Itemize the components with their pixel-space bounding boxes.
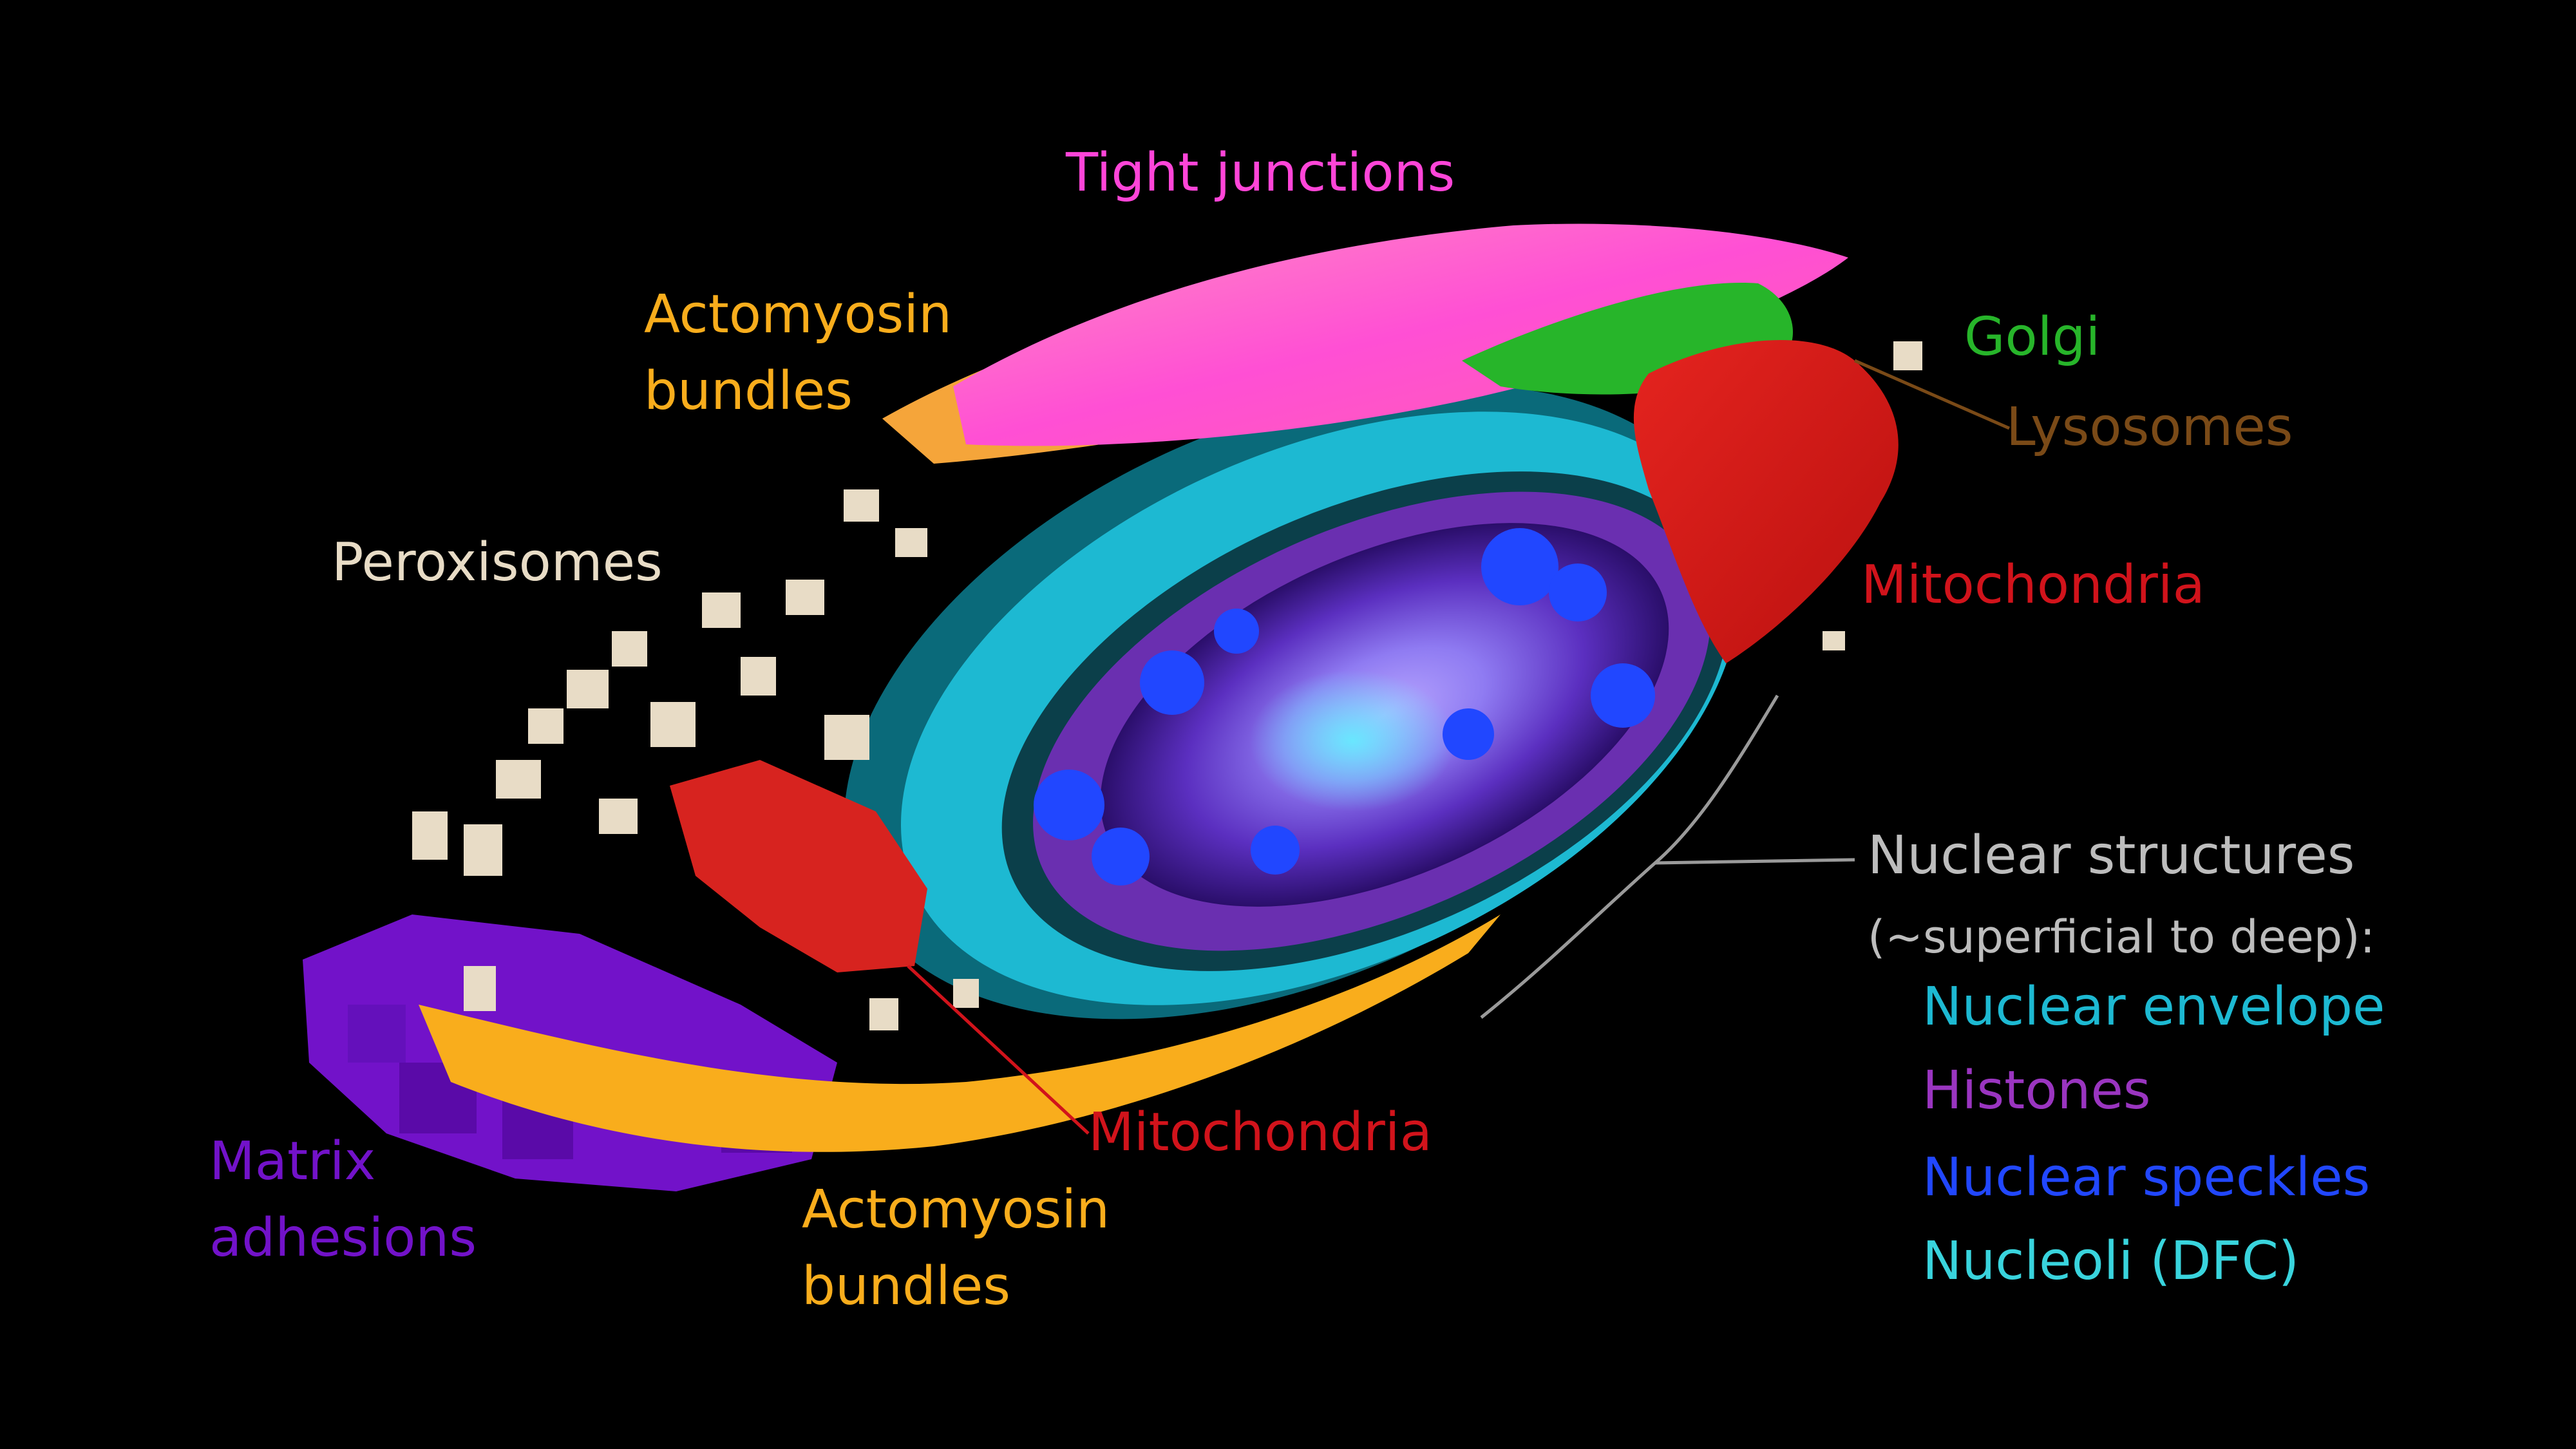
- label-actomyosin-bottom: Actomyosin bundles: [802, 1179, 1110, 1317]
- label-peroxisomes: Peroxisomes: [332, 532, 663, 593]
- actomyosin-bottom-shape: [419, 914, 1501, 1152]
- lysosomes-leader: [1853, 359, 2011, 430]
- mitochondria-left-shape: [670, 760, 927, 972]
- label-matrix-adhesions: Matrix adhesions: [209, 1131, 477, 1269]
- peroxisomes-cluster: [412, 341, 1922, 1030]
- label-actomyosin-top: Actomyosin bundles: [644, 284, 952, 422]
- label-nuclear-structures-sub: (~superficial to deep):: [1868, 911, 2376, 963]
- nuclear-structures-bracket: [1480, 694, 1855, 1019]
- label-mitochondria-bottom: Mitochondria: [1088, 1102, 1432, 1163]
- tight-junctions-shape: [953, 223, 1848, 446]
- nucleoli-glow: [1249, 670, 1455, 811]
- label-histones: Histones: [1922, 1060, 2151, 1121]
- label-lysosomes: Lysosomes: [2006, 397, 2293, 458]
- label-nuclear-envelope: Nuclear envelope: [1922, 976, 2385, 1037]
- label-golgi: Golgi: [1964, 307, 2101, 368]
- mitochondria-bottom-leader: [907, 965, 1090, 1135]
- leader-lines: [907, 359, 2011, 1135]
- label-tight-junctions: Tight junctions: [1066, 142, 1455, 204]
- nuclear-speckles-cluster: [1034, 528, 1655, 886]
- label-nuclear-speckles: Nuclear speckles: [1922, 1147, 2371, 1208]
- label-nucleoli: Nucleoli (DFC): [1922, 1231, 2299, 1292]
- label-nuclear-structures: Nuclear structures: [1868, 825, 2355, 886]
- label-mitochondria-right: Mitochondria: [1861, 554, 2205, 616]
- mitochondria-right-shape: [1633, 339, 1899, 663]
